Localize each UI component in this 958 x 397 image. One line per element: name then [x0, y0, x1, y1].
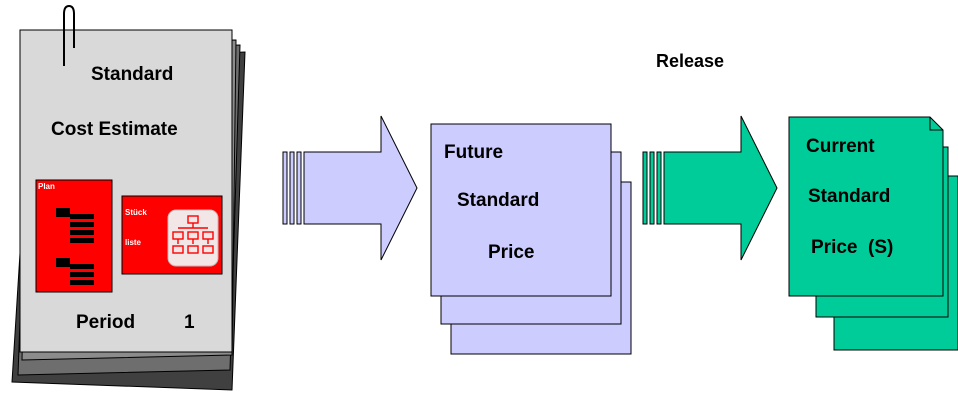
current-page-fold — [929, 117, 943, 131]
current-standard-price-stack — [788, 116, 958, 351]
plan-label: Plan — [38, 182, 55, 191]
cost-estimate-document — [11, 4, 246, 391]
release-arrow — [642, 115, 778, 261]
stueck-label: Stück — [125, 208, 147, 217]
future-standard-price-stack — [430, 123, 632, 355]
liste-label: liste — [125, 238, 142, 247]
bom-tree-icon — [167, 209, 219, 267]
bom-list-icon — [56, 208, 94, 285]
document-title-line2: Cost Estimate — [51, 119, 178, 140]
document-title-line1: Standard — [91, 64, 174, 85]
future-price-line2: Standard — [457, 190, 540, 211]
current-price-line3: Price (S) — [811, 237, 894, 258]
arrow1-stripe-2 — [289, 151, 295, 225]
current-price-line1: Current — [806, 136, 875, 157]
arrow1-stripe-3 — [296, 151, 302, 225]
period-label: Period — [76, 312, 136, 333]
period-number: 1 — [184, 312, 195, 333]
future-page-front — [430, 123, 612, 297]
arrow2-stripe-1 — [642, 151, 648, 225]
arrow2-stripe-2 — [649, 151, 655, 225]
current-page-front — [788, 116, 944, 297]
arrow2-stripe-3 — [656, 151, 662, 225]
current-price-line2: Standard — [808, 186, 891, 207]
arrow2-body — [663, 115, 778, 261]
future-price-line3: Price — [488, 242, 535, 263]
arrow-to-future-price — [282, 115, 418, 261]
paperclip-icon — [63, 4, 75, 66]
future-price-line1: Future — [444, 142, 504, 163]
release-label: Release — [656, 51, 725, 71]
arrow1-body — [303, 115, 418, 261]
arrow1-stripe-1 — [282, 151, 288, 225]
